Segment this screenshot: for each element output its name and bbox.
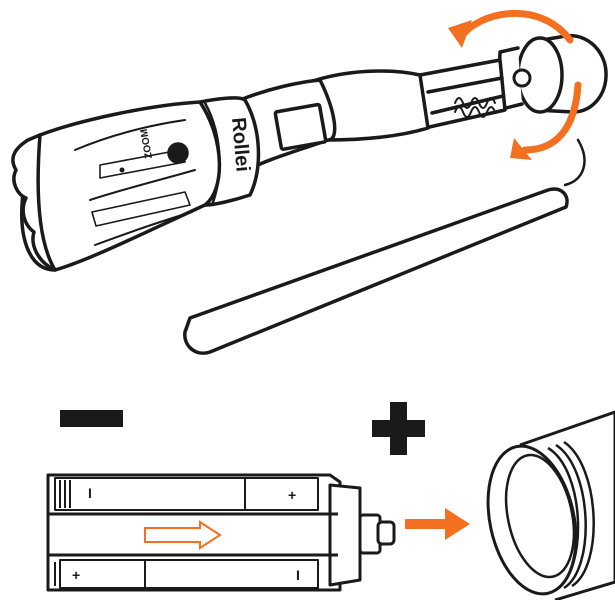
- minus-sign-icon: [60, 410, 123, 427]
- zoom-label: ZOOM: [139, 128, 155, 159]
- battery-compartment: [418, 58, 507, 130]
- polarity-bottom-left: +: [72, 567, 80, 583]
- polarity-top-right: +: [288, 487, 296, 503]
- status-window: [273, 102, 328, 151]
- polarity-top-left: I: [88, 485, 92, 501]
- brand-logo: Rollei: [227, 117, 254, 173]
- lens-front: [11, 133, 57, 272]
- insertion-arrow: [405, 508, 470, 540]
- battery-holder: [46, 473, 396, 592]
- plus-sign-icon: [372, 402, 425, 455]
- flashlight-illustration: [11, 33, 608, 355]
- zoom-button: [167, 142, 189, 164]
- tail-cap: [496, 33, 608, 114]
- open-body-tube: [486, 410, 615, 600]
- rotate-arrowheads: [448, 20, 532, 160]
- spring: [454, 97, 496, 118]
- polarity-bottom-right: I: [296, 567, 300, 583]
- zoom-head: [20, 100, 222, 272]
- middle-section: [238, 78, 337, 172]
- insert-direction-arrow: [144, 520, 222, 550]
- lanyard-strap: [183, 138, 586, 355]
